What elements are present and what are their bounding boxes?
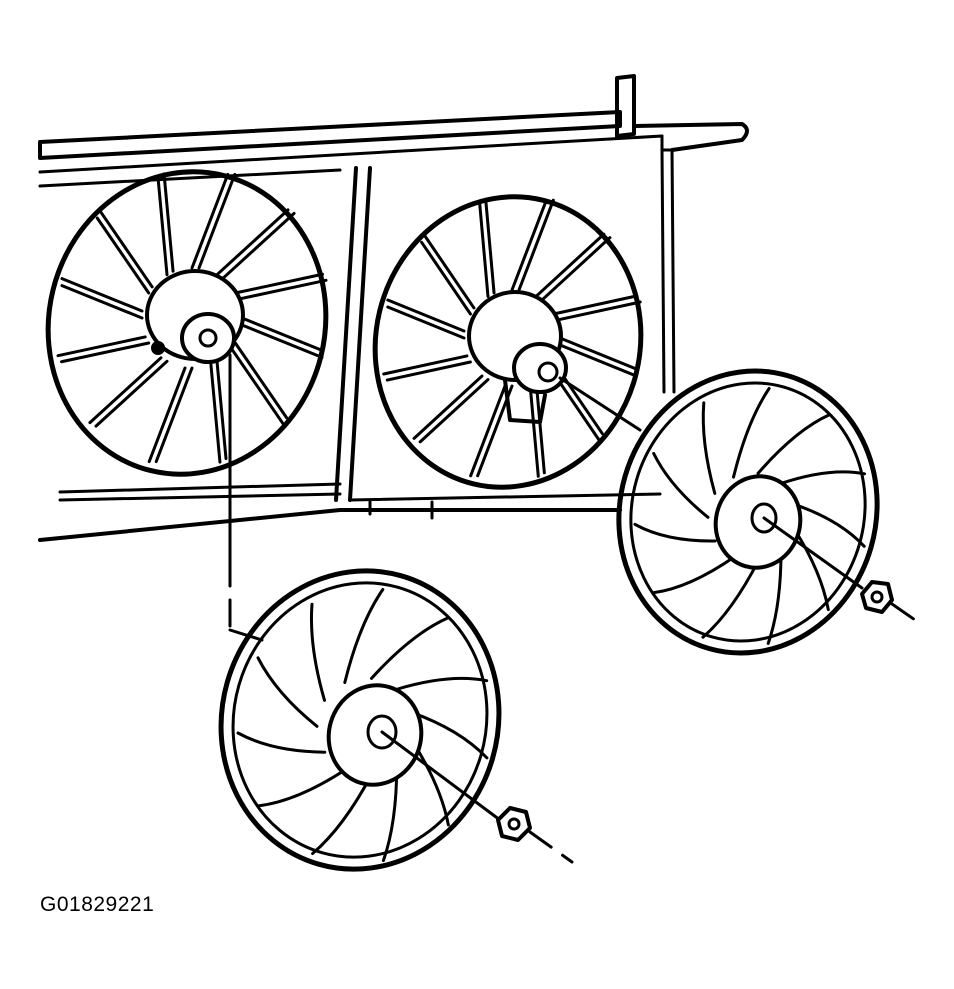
left-shroud-spoke xyxy=(209,359,228,464)
right-shroud-spoke xyxy=(412,374,490,444)
right-nut-bore xyxy=(870,590,884,604)
shroud-right-edge-inner xyxy=(670,148,676,394)
right-blade-axis xyxy=(762,516,864,590)
alignment-lines xyxy=(228,353,642,642)
shroud-bottom-rail xyxy=(38,508,622,542)
right-blade-vane xyxy=(701,401,717,495)
shroud-center-divider-inner xyxy=(348,166,372,502)
left-motor-terminal xyxy=(151,341,165,355)
left-shroud-spoke xyxy=(95,210,154,295)
left-blade-axis xyxy=(380,730,502,822)
right-shroud-spoke xyxy=(420,234,476,316)
left-shroud-spoke xyxy=(240,316,324,359)
right-blade-vane xyxy=(779,470,866,486)
right-blade-vane xyxy=(792,527,830,612)
shroud-post xyxy=(615,74,636,138)
left-motor-hub xyxy=(180,312,236,364)
left-blade-vane xyxy=(370,616,450,680)
shroud-top-rail xyxy=(38,110,622,160)
left-alignment-foot xyxy=(228,628,264,642)
right-shroud-spoke xyxy=(386,298,466,340)
right-shroud-spoke xyxy=(534,232,612,302)
right-shroud-spoke xyxy=(528,378,546,478)
left-blade-rim-inner xyxy=(231,581,489,859)
shroud-inner-edge xyxy=(38,168,342,188)
right-shroud-spoke xyxy=(552,294,642,322)
right-fan-blade xyxy=(616,368,880,656)
right-blade-vane xyxy=(651,555,736,595)
right-motor-shaft xyxy=(537,361,559,383)
left-nut-bore xyxy=(507,817,521,831)
right-blade-vane xyxy=(756,413,831,475)
left-blade-rim xyxy=(218,568,502,872)
left-blade-vanes xyxy=(236,588,489,863)
left-blade-vane xyxy=(236,731,327,754)
right-nut-axis xyxy=(890,602,920,624)
left-shroud-spokes xyxy=(56,172,328,464)
left-shroud-spoke xyxy=(156,172,175,277)
right-motor-bracket xyxy=(503,378,547,424)
right-shroud-ring xyxy=(372,194,644,490)
right-blade-vane xyxy=(792,502,866,548)
left-retaining-nut xyxy=(496,806,574,864)
right-blade-vane xyxy=(633,522,717,543)
right-shroud-spoke xyxy=(558,336,638,378)
nut-icon xyxy=(496,806,532,842)
right-shroud-spokes xyxy=(382,198,642,478)
left-blade-vane xyxy=(256,656,319,728)
left-nut-axis xyxy=(528,830,574,864)
shroud-bottom-edge-left-2 xyxy=(58,492,342,502)
right-blade-vane xyxy=(732,387,771,479)
right-blade-vane xyxy=(652,452,710,519)
shroud-top-edge xyxy=(38,134,664,174)
right-blade-vane xyxy=(701,559,760,639)
right-blade-rim-inner xyxy=(629,381,867,643)
right-blade-vanes xyxy=(633,387,866,645)
left-shroud-spoke xyxy=(230,341,289,426)
left-shroud-spoke xyxy=(56,335,151,364)
right-shroud-spoke xyxy=(478,198,496,298)
nut-icon xyxy=(860,580,894,614)
left-shroud-spoke xyxy=(190,172,237,270)
left-blade-vane xyxy=(394,676,489,691)
tube-bracket xyxy=(660,134,674,152)
right-blade-rim xyxy=(616,368,880,656)
left-motor-shaft xyxy=(198,328,218,348)
left-blade-vane xyxy=(256,768,347,808)
right-shroud-spoke xyxy=(510,198,555,292)
left-shroud-spoke xyxy=(147,366,194,464)
right-alignment-line xyxy=(558,376,642,432)
left-fan-blade xyxy=(218,568,502,872)
left-blade-vane xyxy=(309,602,326,702)
right-shroud-spoke xyxy=(382,354,472,382)
right-fan-motor xyxy=(372,194,644,490)
figure-id-label: G01829221 xyxy=(40,893,155,916)
coolant-tube xyxy=(632,122,749,152)
right-retaining-nut xyxy=(860,580,920,624)
shroud-center-divider xyxy=(334,166,358,502)
radiator-shroud xyxy=(38,74,749,542)
shroud-right-edge xyxy=(660,148,666,394)
left-shroud-spoke xyxy=(215,208,296,280)
left-shroud-spoke xyxy=(60,277,144,320)
left-shroud-spoke xyxy=(88,356,169,428)
shroud-bottom-tabs xyxy=(368,500,434,520)
left-shroud-spoke xyxy=(233,272,328,301)
shroud-bottom-edge-right xyxy=(348,492,662,502)
shroud-bottom-edge-left xyxy=(58,482,342,494)
left-fan-motor xyxy=(45,169,329,477)
left-blade-vane xyxy=(343,588,385,684)
